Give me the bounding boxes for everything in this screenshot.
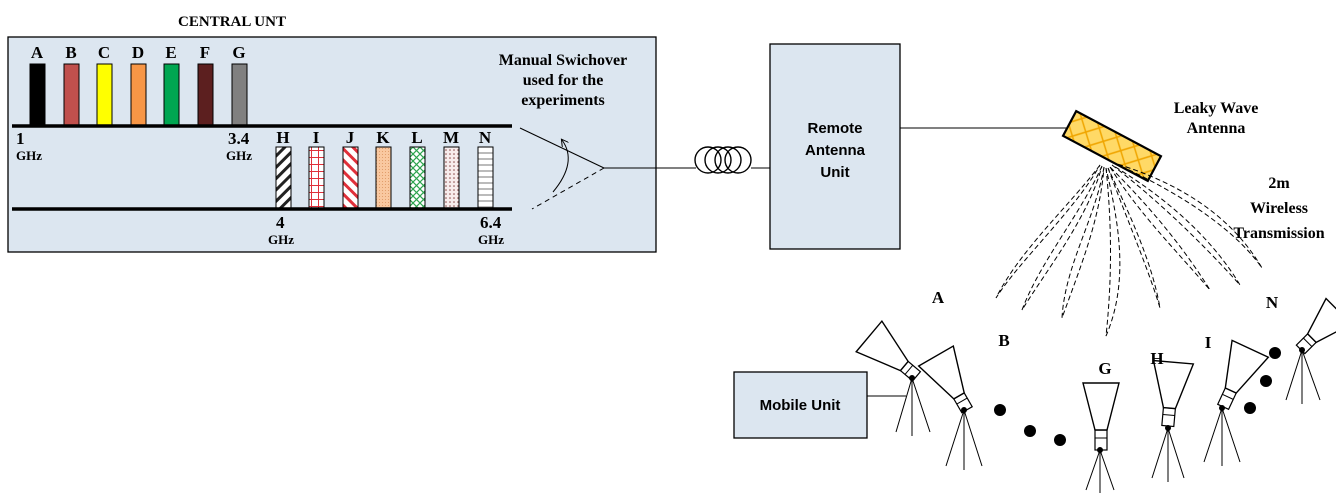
mobile-unit-box [733, 371, 868, 439]
receiver-b [917, 344, 983, 470]
channel-a-bar [29, 63, 46, 127]
band1-end-unit: GHz [226, 148, 252, 163]
channel-e-label: E [165, 43, 176, 62]
antenna-label-line1: Leaky Wave [1174, 100, 1259, 117]
channel-g-label: G [232, 43, 245, 62]
transmission-line3: Transmission [1233, 225, 1324, 242]
receiver-g [1082, 382, 1120, 493]
channel-b-label: B [65, 43, 76, 62]
channel-k-label: K [376, 128, 390, 147]
channel-f-label: F [200, 43, 210, 62]
receiver-h-label: H [1150, 349, 1163, 368]
band2-start-unit: GHz [268, 232, 294, 247]
channel-k-bar [375, 146, 392, 210]
switch-label-line1: Manual Swichover [499, 52, 627, 69]
receiver-i [1203, 339, 1270, 466]
band1-channels: A B C D E F G [29, 43, 248, 127]
band1-start-unit: GHz [16, 148, 42, 163]
receiver-i-label: I [1205, 333, 1212, 352]
receiver-n [1285, 297, 1336, 404]
band1-end-label: 3.4 [228, 129, 250, 148]
central-unit-panel [7, 36, 657, 253]
channel-j-label: J [346, 128, 355, 147]
leaky-wave-antenna-icon [1061, 109, 1163, 183]
band1-start-label: 1 [16, 129, 25, 148]
channel-m-label: M [443, 128, 459, 147]
band2-end-label: 6.4 [480, 213, 502, 232]
channel-g-bar [231, 63, 248, 127]
channel-a-label: A [31, 43, 44, 62]
remote-unit-line1: Remote [807, 120, 862, 137]
band2-start-label: 4 [276, 213, 285, 232]
remote-unit-line3: Unit [820, 164, 849, 181]
channel-f-bar [197, 63, 214, 127]
transmission-line1: 2m [1268, 175, 1290, 192]
channel-h-label: H [276, 128, 289, 147]
channel-n-label: N [479, 128, 492, 147]
channel-j-bar [342, 146, 359, 210]
channel-c-bar [96, 63, 113, 127]
switch-label-line2: used for the [523, 72, 604, 89]
fiber-coil-icon [694, 146, 752, 174]
channel-h-bar [275, 146, 292, 210]
band2-end-unit: GHz [478, 232, 504, 247]
remote-unit-line2: Antenna [805, 142, 866, 159]
channel-i-label: I [313, 128, 320, 147]
switch-symbol [519, 127, 605, 210]
channel-d-bar [130, 63, 147, 127]
band2-channels: H I J K L M N [275, 128, 494, 210]
channel-c-label: C [98, 43, 110, 62]
switch-dashed-arm [531, 167, 605, 210]
receiver-h [1151, 359, 1195, 482]
channel-d-label: D [132, 43, 144, 62]
antenna-label-line2: Antenna [1187, 120, 1246, 137]
receiver-a [855, 319, 931, 436]
channel-b-bar [63, 63, 80, 127]
receiver-g-label: G [1098, 359, 1111, 378]
receiver-a-label: A [932, 288, 945, 307]
mobile-unit-label: Mobile Unit [760, 397, 841, 414]
radiation-beams [995, 162, 1263, 337]
switch-rotation-arrow [552, 140, 568, 193]
central-unit-title: CENTRAL UNT [178, 14, 286, 30]
remote-antenna-unit-box [769, 43, 901, 250]
switch-label-line3: experiments [521, 92, 605, 109]
channel-i-bar [308, 146, 325, 210]
receiver-b-label: B [998, 331, 1009, 350]
transmission-line2: Wireless [1250, 200, 1308, 217]
channel-e-bar [163, 63, 180, 127]
switch-solid-arm [519, 127, 605, 169]
channel-n-bar [477, 146, 494, 210]
channel-l-label: L [411, 128, 422, 147]
receiver-n-label: N [1266, 293, 1279, 312]
ellipsis-dots [994, 347, 1281, 446]
channel-l-bar [409, 146, 426, 210]
channel-m-bar [443, 146, 460, 210]
